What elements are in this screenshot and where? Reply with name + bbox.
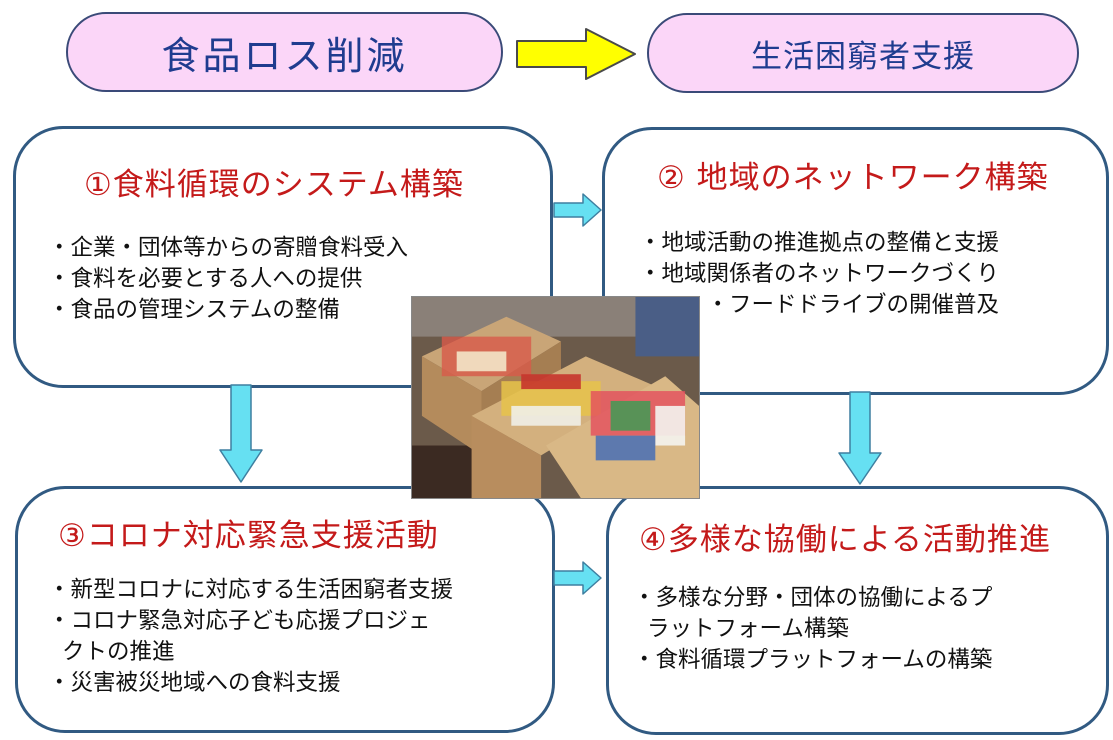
bullet-list: ・企業・団体等からの寄贈食料受入 ・食料を必要とする人への提供 ・食品の管理シス… — [48, 233, 408, 326]
list-item: ・多様な分野・団体の協働によるプ — [633, 585, 993, 611]
card-regional-network: ② 地域のネットワーク構築 ・地域活動の推進拠点の整備と支援 ・地域関係者のネッ… — [602, 127, 1109, 395]
list-item: ・災害被災地域への食料支援 — [48, 670, 341, 696]
down-arrow-icon — [219, 384, 263, 483]
list-item: ・地域関係者のネットワークづくり — [639, 261, 1000, 287]
card-title: ①食料循環のシステム構築 — [84, 167, 464, 203]
list-item: ・食料を必要とする人への提供 — [48, 266, 363, 292]
right-arrow-icon — [553, 193, 602, 227]
list-item: ・食品の管理システムの整備 — [48, 297, 340, 323]
card-food-cycle-system: ①食料循環のシステム構築 ・企業・団体等からの寄贈食料受入 ・食料を必要とする人… — [13, 126, 553, 388]
food-loss-reduction-label: 食品ロス削減 — [66, 12, 503, 92]
yellow-arrow-icon — [516, 28, 636, 80]
list-item: ・新型コロナに対応する生活困窮者支援 — [48, 577, 454, 603]
card-title: ③コロナ対応緊急支援活動 — [58, 518, 439, 554]
down-arrow-icon — [838, 391, 882, 485]
list-item-continuation: クトの推進 — [62, 639, 175, 665]
food-boxes-photo — [411, 296, 700, 499]
card-title: ② 地域のネットワーク構築 — [657, 160, 1049, 196]
list-item: ・地域活動の推進拠点の整備と支援 — [639, 230, 1000, 256]
bullet-list: ・多様な分野・団体の協働によるプ ラットフォーム構築 ・食料循環プラットフォーム… — [633, 583, 992, 676]
list-item: ・企業・団体等からの寄贈食料受入 — [48, 235, 409, 261]
bullet-list: ・新型コロナに対応する生活困窮者支援 ・コロナ緊急対応子ども応援プロジェ クトの… — [48, 575, 453, 699]
right-arrow-icon — [553, 561, 602, 595]
list-item: ・コロナ緊急対応子ども応援プロジェ — [48, 608, 431, 634]
list-item: ・食料循環プラットフォームの構築 — [633, 647, 993, 673]
list-item: ・フードドライブの開催普及 — [706, 292, 1000, 318]
card-covid-emergency-support: ③コロナ対応緊急支援活動 ・新型コロナに対応する生活困窮者支援 ・コロナ緊急対応… — [15, 486, 555, 733]
card-diverse-collaboration: ④多様な協働による活動推進 ・多様な分野・団体の協働によるプ ラットフォーム構築… — [606, 486, 1109, 735]
card-title: ④多様な協働による活動推進 — [639, 522, 1051, 558]
list-item-continuation: ラットフォーム構築 — [647, 616, 849, 642]
bullet-list: ・地域活動の推進拠点の整備と支援 ・地域関係者のネットワークづくり ・フードドラ… — [639, 228, 999, 321]
poverty-support-label: 生活困窮者支援 — [647, 13, 1079, 93]
